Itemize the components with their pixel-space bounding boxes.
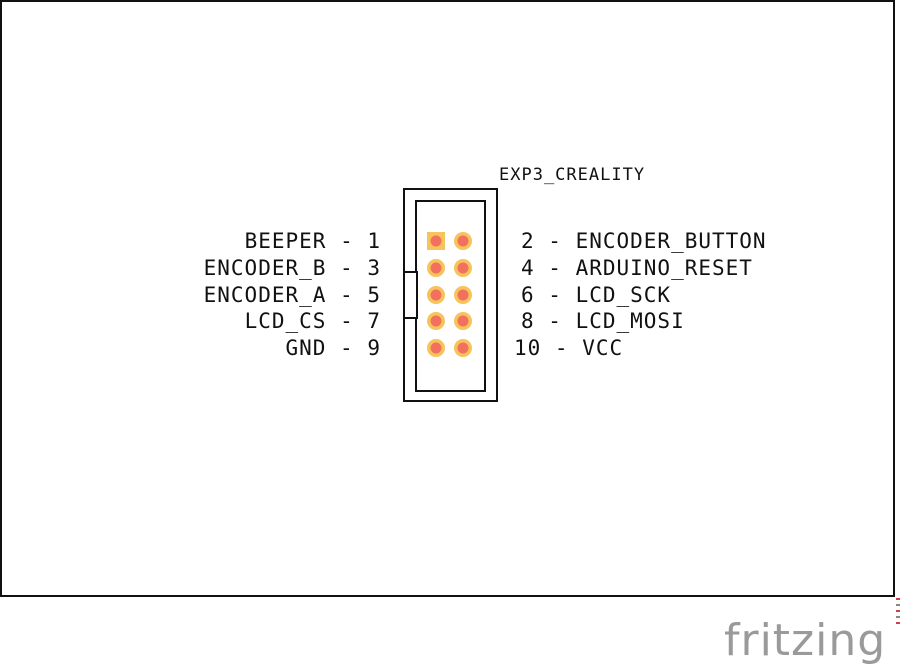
pin-6	[454, 286, 472, 304]
right-pin-label: 2 - ENCODER_BUTTON	[521, 229, 767, 253]
pin-hole	[457, 262, 469, 274]
pin-7	[427, 312, 445, 330]
right-pin-label: 10 - VCC	[514, 336, 623, 360]
pin-10	[454, 339, 472, 357]
pin-hole	[457, 235, 469, 247]
connector-title: EXP3_CREALITY	[499, 165, 645, 185]
pin-5	[427, 286, 445, 304]
connector-key-notch	[403, 271, 418, 319]
right-pin-label: 6 - LCD_SCK	[521, 283, 671, 307]
pin-2	[454, 232, 472, 250]
watermark-text: fritzing	[724, 615, 886, 666]
left-pin-label: ENCODER_B - 3	[204, 256, 381, 280]
right-pin-label: 8 - LCD_MOSI	[521, 309, 685, 333]
pin-hole	[430, 262, 442, 274]
right-label-group: 2 - ENCODER_BUTTON 4 - ARDUINO_RESET 6 - L…	[514, 229, 767, 360]
pin-9	[427, 339, 445, 357]
pin-1	[427, 232, 445, 250]
pin-hole	[457, 342, 469, 354]
pin-hole	[430, 235, 442, 247]
pin-hole	[430, 315, 442, 327]
diagram-frame	[0, 0, 895, 597]
pin-group	[427, 232, 472, 357]
left-label-group: BEEPER - 1 ENCODER_B - 3 ENCODER_A - 5LCD_…	[204, 229, 381, 360]
pin-4	[454, 259, 472, 277]
left-pin-label: LCD_CS - 7	[245, 309, 381, 333]
left-pin-label: GND - 9	[285, 336, 381, 360]
pin-hole	[430, 342, 442, 354]
right-pin-label: 4 - ARDUINO_RESET	[521, 256, 753, 280]
pin-hole	[430, 289, 442, 301]
pin-8	[454, 312, 472, 330]
left-pin-label: BEEPER - 1	[245, 229, 381, 253]
pin-hole	[457, 315, 469, 327]
left-pin-label: ENCODER_A - 5	[204, 283, 381, 307]
pin-3	[427, 259, 445, 277]
pin-hole	[457, 289, 469, 301]
edge-marks	[896, 598, 900, 624]
fritzing-watermark: fritzing	[724, 615, 886, 666]
